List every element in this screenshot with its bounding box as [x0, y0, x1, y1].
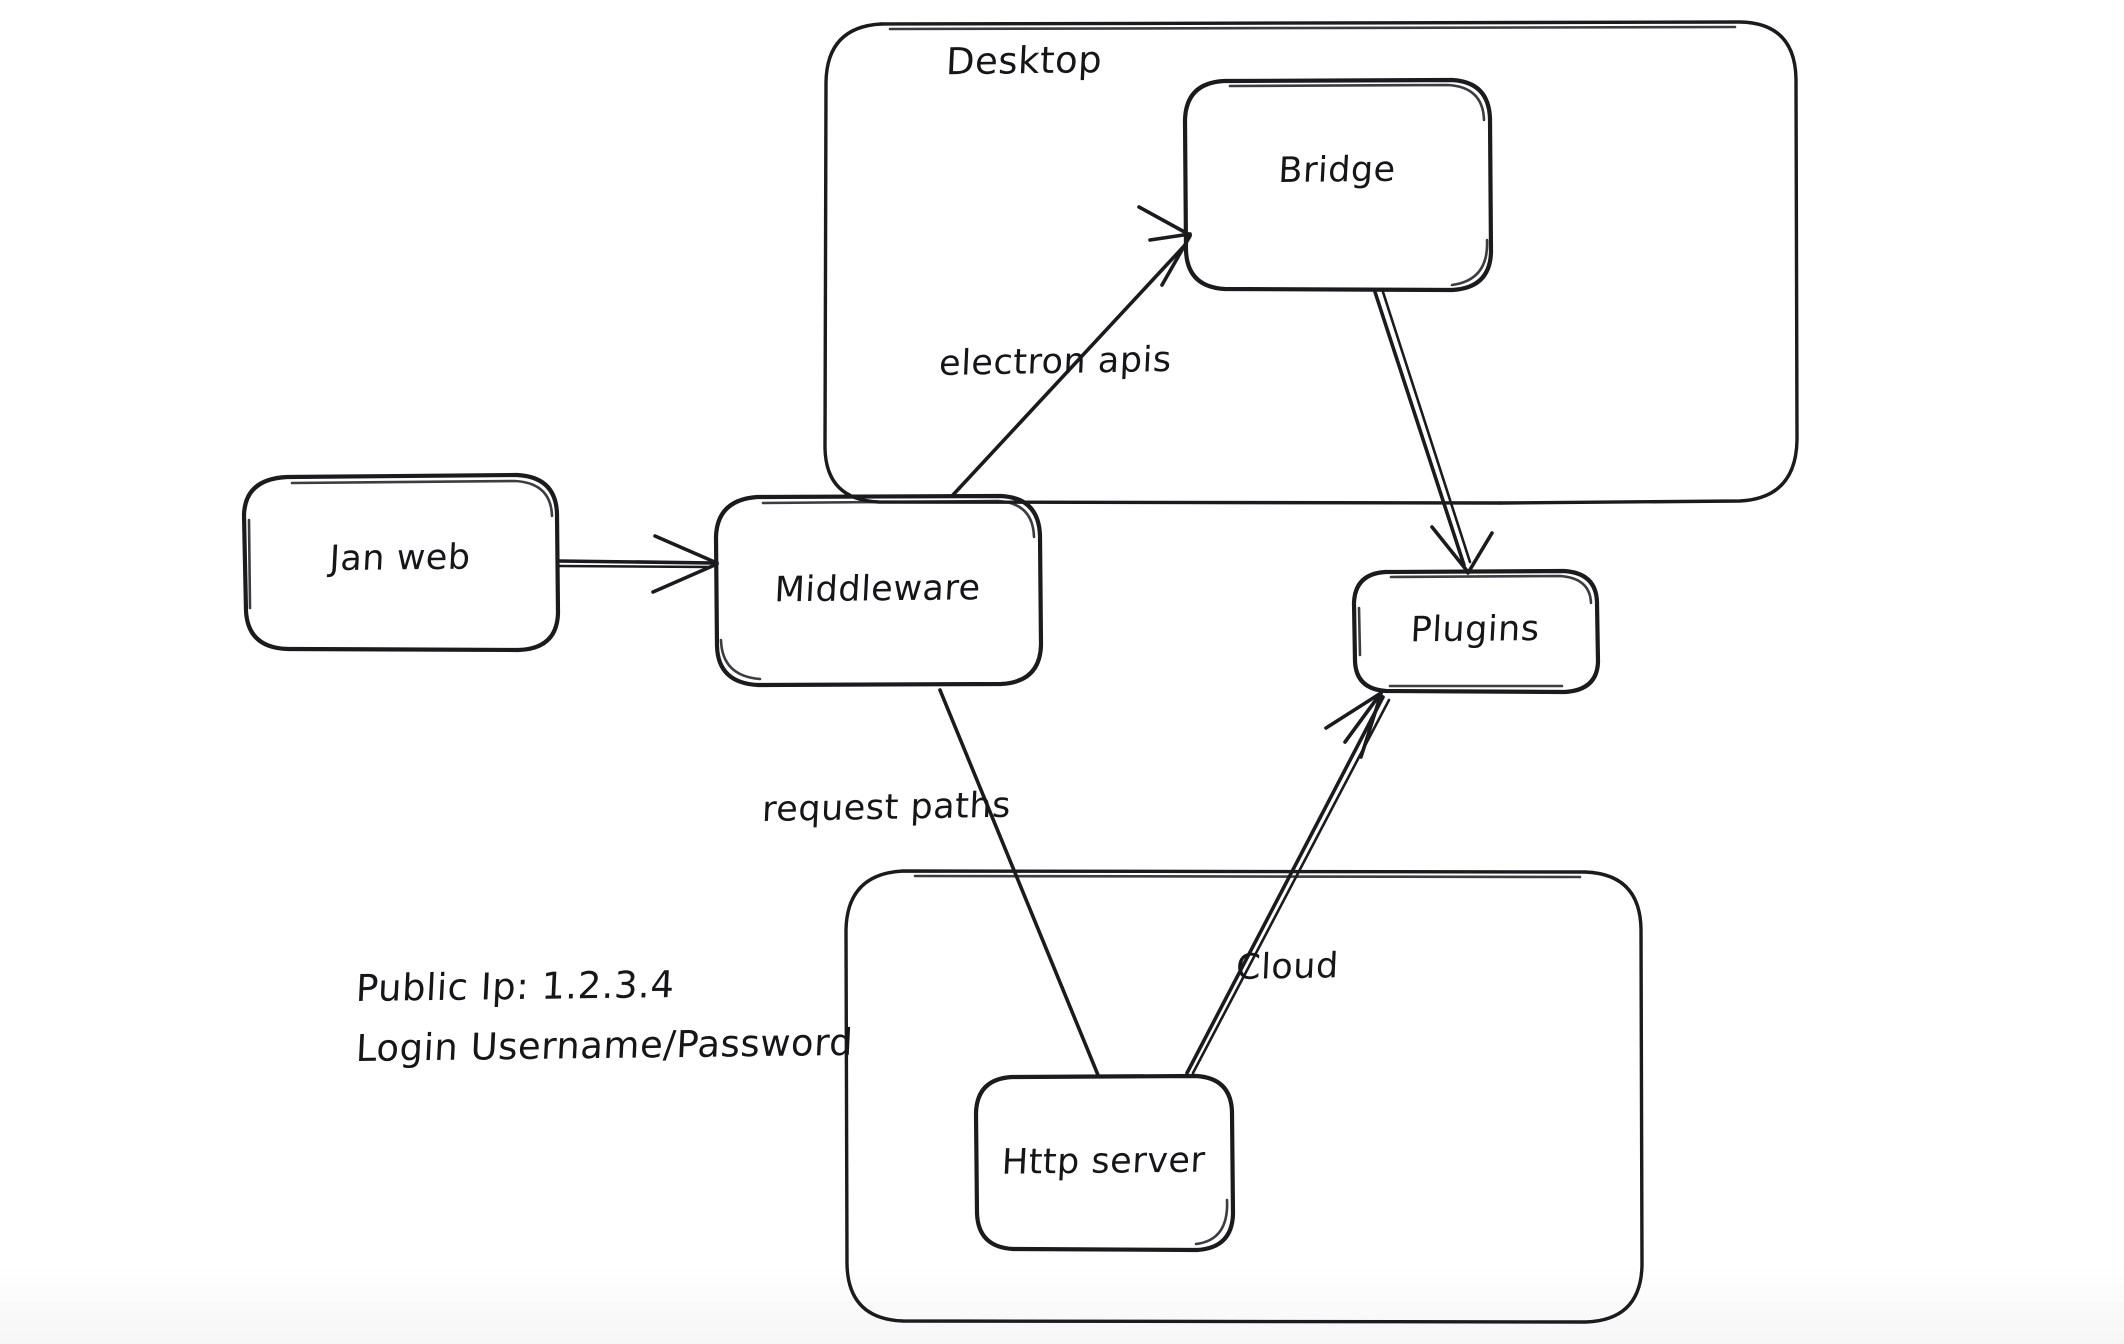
group-label-desktop: Desktop: [945, 38, 1104, 84]
edge-middleware-to-bridge[interactable]: [950, 205, 1192, 498]
node-plugins-outline[interactable]: [1351, 568, 1601, 695]
group-desktop-outline[interactable]: [823, 20, 1799, 505]
node-label-plugins: Plugins: [1409, 609, 1541, 651]
edge-label-electron-apis: electron apis: [938, 339, 1173, 384]
edge-label-cloud: Cloud: [1235, 946, 1340, 988]
edge-bridge-to-plugins[interactable]: [1373, 290, 1494, 575]
edge-httpserver-to-middleware[interactable]: [938, 688, 1100, 1077]
node-jan-web-outline[interactable]: [241, 472, 561, 653]
node-label-http-server: Http server: [1000, 1140, 1207, 1183]
node-label-middleware: Middleware: [773, 568, 982, 611]
node-label-jan-web: Jan web: [328, 537, 472, 580]
edge-label-request-paths: request paths: [761, 785, 1012, 830]
note-login-credentials: Login Username/Password: [354, 1020, 855, 1070]
note-public-ip: Public Ip: 1.2.3.4: [354, 963, 676, 1010]
edge-httpserver-to-plugins[interactable]: [1185, 691, 1391, 1075]
group-cloud-outline[interactable]: [844, 869, 1644, 1324]
node-bridge-outline[interactable]: [1182, 77, 1494, 293]
node-label-bridge: Bridge: [1277, 149, 1397, 192]
node-http-server-outline[interactable]: [973, 1073, 1236, 1253]
edge-janweb-to-middleware[interactable]: [556, 534, 719, 594]
node-middleware-outline[interactable]: [713, 493, 1044, 688]
